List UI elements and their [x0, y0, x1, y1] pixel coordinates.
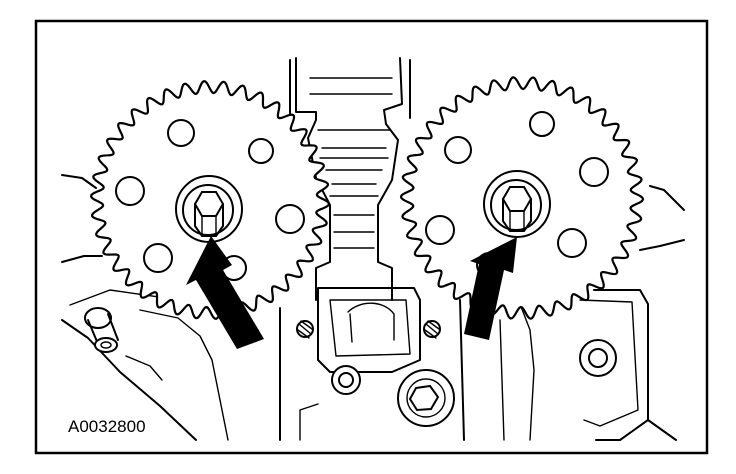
- figure-id: A0032800: [68, 417, 146, 436]
- engine-background: [61, 57, 685, 441]
- arrow-left-bolt: [186, 236, 264, 349]
- camshaft-sprocket-right: [399, 76, 645, 320]
- sprocket-hub-left: [175, 175, 243, 243]
- sprocket-bolt-left: [193, 191, 225, 217]
- threaded-hole-left: [296, 320, 314, 339]
- sprocket-hub-right: [483, 170, 551, 238]
- sprocket-holes-left: [115, 119, 305, 281]
- hex-bolt-lower: [397, 369, 455, 427]
- threaded-hole-right: [423, 320, 441, 339]
- arrow-right-bolt: [464, 237, 517, 340]
- sprocket-bolt-right: [501, 186, 533, 212]
